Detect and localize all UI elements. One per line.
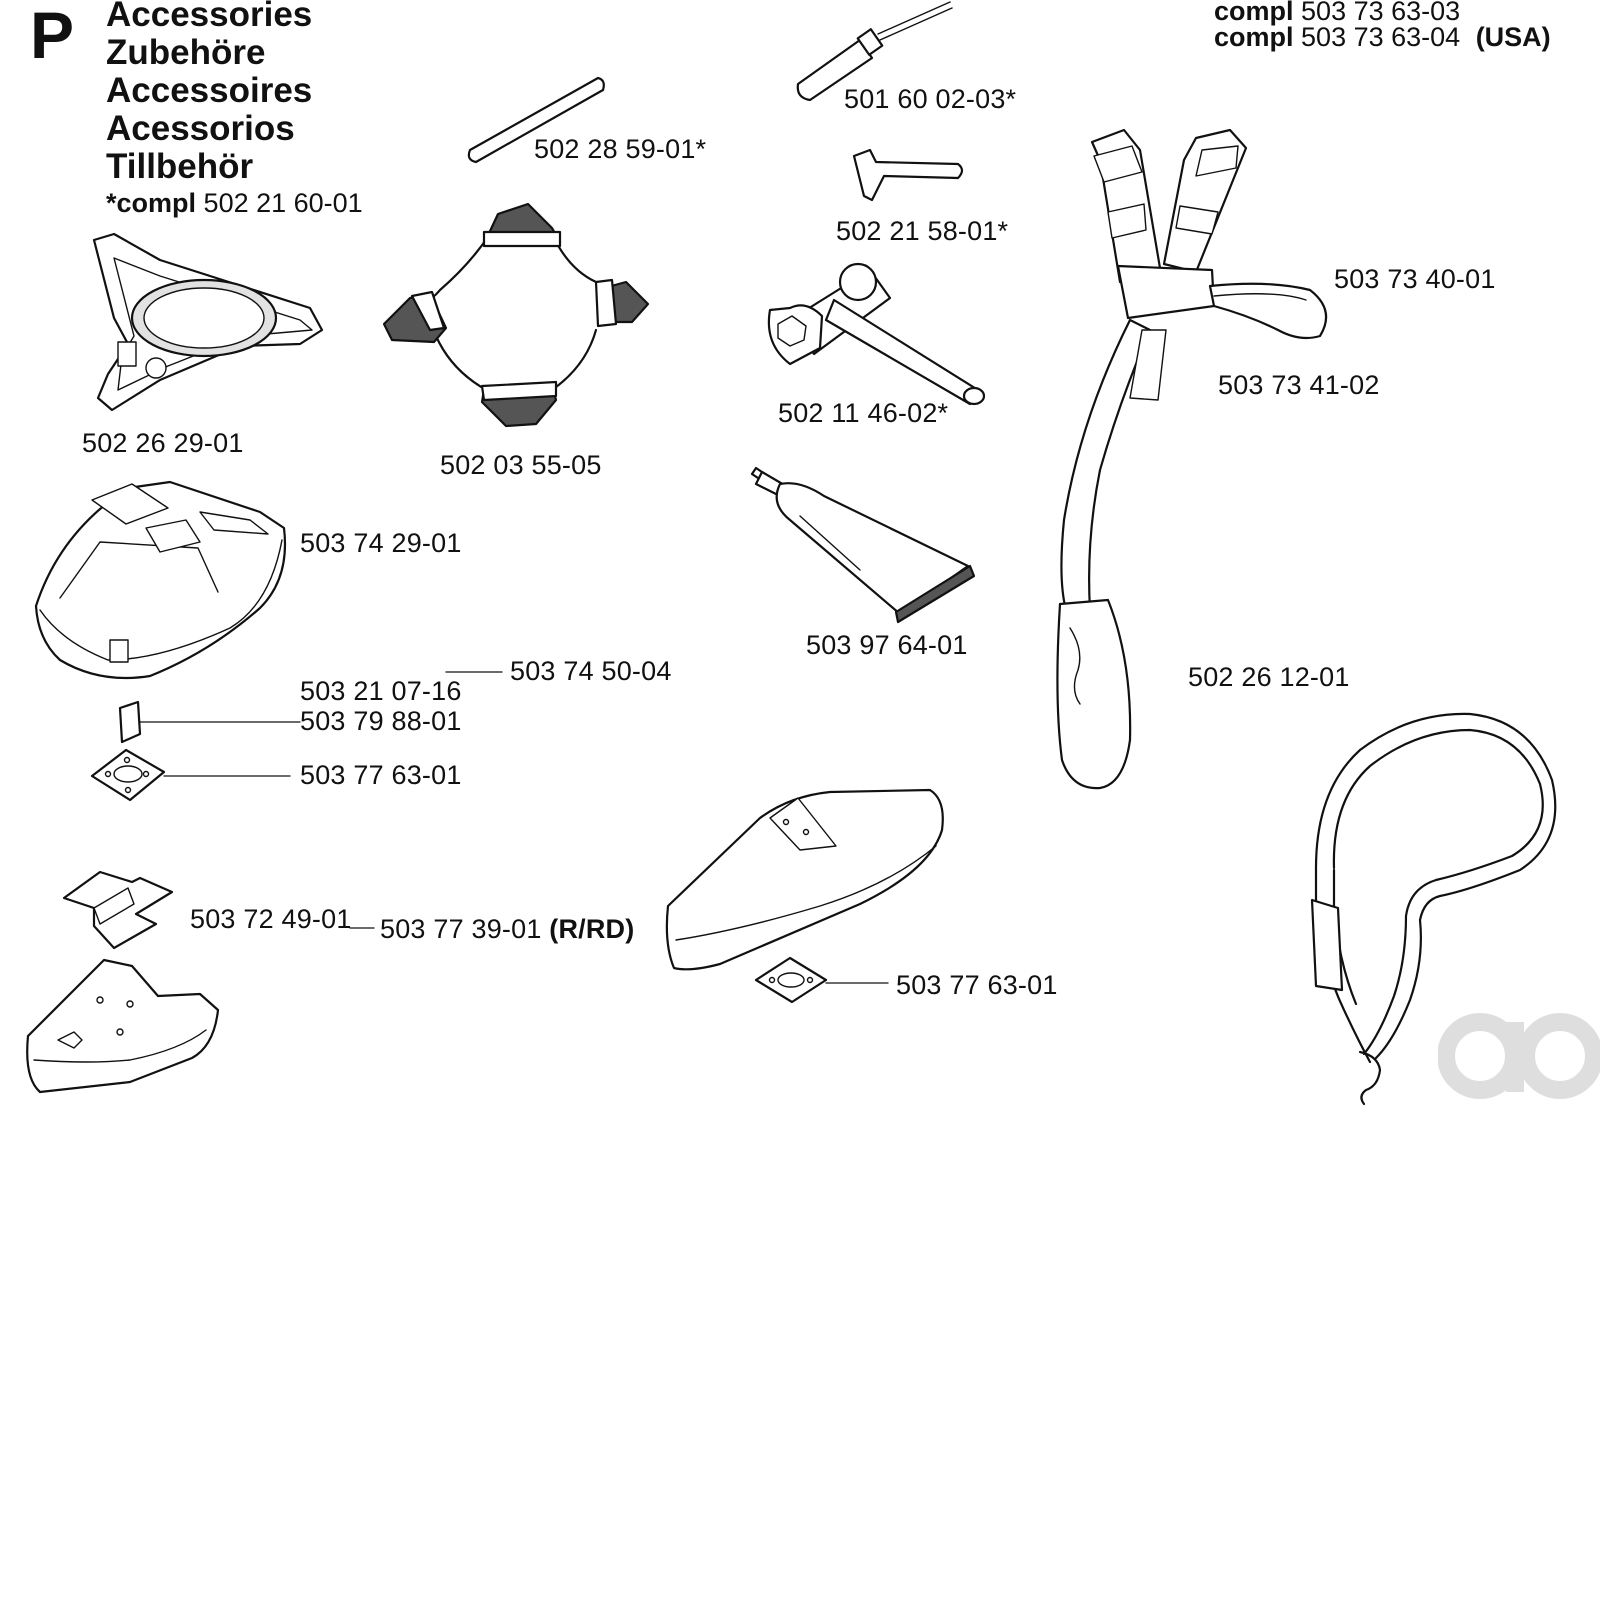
part-label: 502 11 46-02*: [778, 398, 949, 428]
title-swedish: Tillbehör: [106, 147, 254, 186]
title-english: Accessories: [106, 0, 313, 34]
compl-number: 503 73 63-03: [1301, 0, 1461, 26]
part-label-with-suffix: 503 77 39-01 (R/RD): [380, 914, 634, 945]
small-plate-illustration: [118, 700, 301, 744]
title-french: Accessoires: [106, 71, 313, 110]
part-label: 503 79 88-01: [300, 706, 462, 736]
compl-suffix: (USA): [1475, 22, 1551, 52]
medium-guard-illustration: [665, 788, 944, 971]
rod-illustration: [467, 76, 605, 164]
compl-prefix: compl: [1214, 22, 1294, 52]
file-tool-illustration: [796, 1, 953, 102]
title-spanish: Acessorios: [106, 109, 295, 148]
section-titles: Accessories Zubehöre Accessoires Acessor…: [106, 0, 312, 186]
grease-tube-illustration: [750, 466, 976, 624]
part-label: 503 77 63-01: [300, 760, 462, 790]
part-label: 503 73 41-02: [1218, 370, 1380, 400]
part-label: 503 21 07-16: [300, 676, 462, 706]
part-label: 503 97 64-01: [806, 630, 968, 660]
part-label: 502 21 58-01*: [836, 216, 1009, 246]
shoulder-strap-illustration: [1310, 712, 1557, 1106]
combination-spanner-illustration: [767, 262, 986, 406]
compl-note-prefix: *compl: [106, 188, 197, 218]
harness-illustration: [1056, 128, 1328, 790]
part-label: 502 26 29-01: [82, 428, 244, 458]
part-label: 503 74 29-01: [300, 528, 462, 558]
harness-compl-line-usa: compl 503 73 63-04 (USA): [1214, 22, 1551, 53]
part-label: 503 72 49-01: [190, 904, 352, 934]
title-german: Zubehöre: [106, 33, 266, 72]
part-label: 502 28 59-01*: [534, 134, 707, 164]
part-suffix: (R/RD): [549, 914, 635, 944]
part-label: 503 73 40-01: [1334, 264, 1496, 294]
compl-note: *compl 502 21 60-01: [106, 188, 363, 219]
compl-number: 503 73 63-04: [1301, 22, 1461, 52]
harness-compl-line: compl 503 73 63-03: [1214, 0, 1460, 27]
part-number: 503 77 39-01: [380, 914, 542, 944]
part-label: 503 77 63-01: [896, 970, 1058, 1000]
part-label: 502 26 12-01: [1188, 662, 1350, 692]
guard-plate-illustration: [92, 232, 324, 412]
part-label: 502 03 55-05: [440, 450, 602, 480]
bracket-illustration: [62, 870, 174, 950]
adapter-plate-left-illustration: [90, 748, 291, 802]
large-guard-illustration: [34, 480, 287, 680]
support-frame-illustration: [382, 202, 650, 428]
compl-prefix: compl: [1214, 0, 1294, 26]
small-guard-illustration: [26, 958, 220, 1094]
part-label: 501 60 02-03*: [844, 84, 1017, 114]
compl-note-number: 502 21 60-01: [203, 188, 363, 218]
section-letter: P: [30, 0, 75, 72]
part-label: 503 74 50-04: [510, 656, 672, 686]
watermark-logo: [1438, 1013, 1600, 1099]
hex-key-illustration: [852, 148, 964, 202]
adapter-plate-center-illustration: [754, 956, 889, 1004]
